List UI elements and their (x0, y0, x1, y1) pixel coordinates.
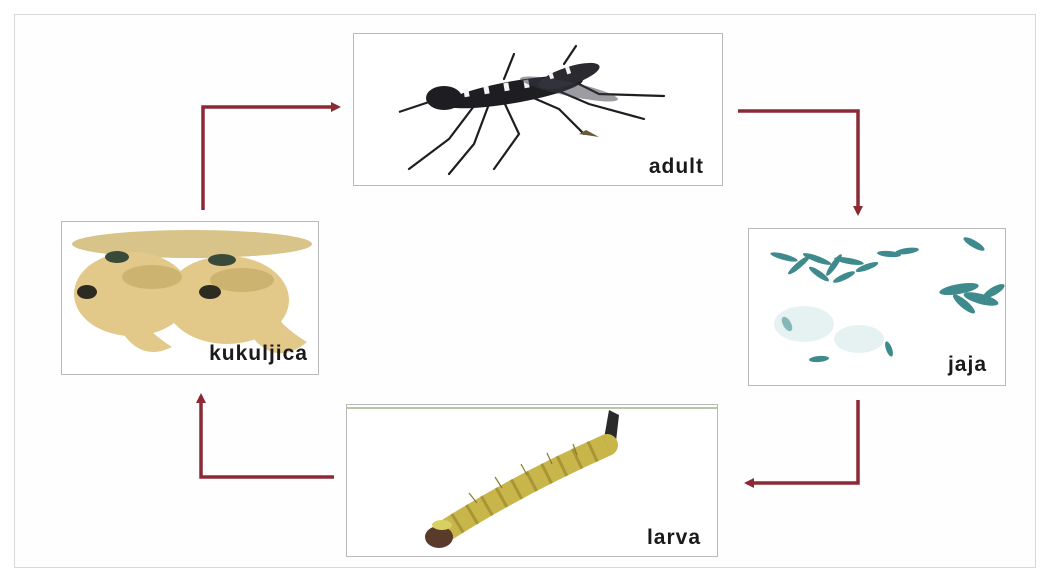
stage-card-larva: larva (346, 404, 718, 557)
stage-label-adult: adult (649, 155, 704, 179)
stage-card-adult: adult (353, 33, 723, 186)
stage-card-pupa: kukuljica (61, 221, 319, 375)
stage-card-eggs: jaja (748, 228, 1006, 386)
stage-label-eggs: jaja (948, 353, 987, 377)
stage-label-larva: larva (647, 526, 701, 550)
stage-label-pupa: kukuljica (209, 342, 308, 366)
